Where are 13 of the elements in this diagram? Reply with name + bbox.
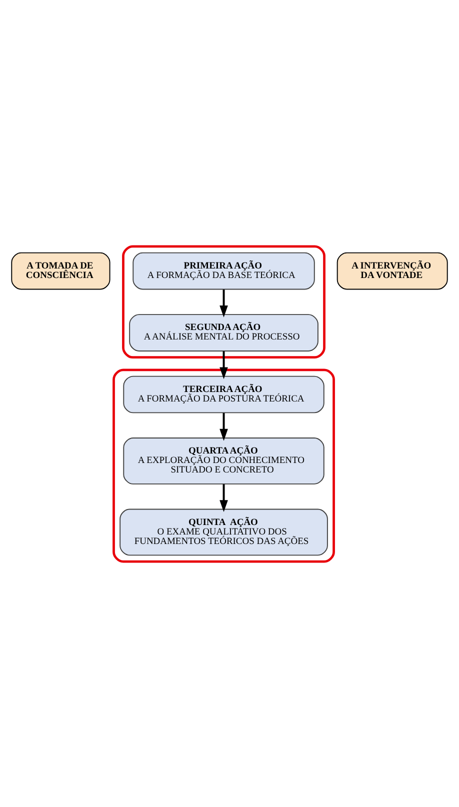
node-box: PRIMEIRA AÇÃO A FORMAÇÃO DA BASE TEÓRICA bbox=[132, 252, 315, 290]
node-box: A INTERVENÇÃO DA VONTADE bbox=[336, 252, 448, 290]
node-box: QUINTA AÇÃO O EXAME QUALITATIVO DOS FUNDAMENTOS TEÓRICOS DAS AÇÕES bbox=[120, 508, 328, 556]
cluster bbox=[122, 244, 326, 358]
arrow bbox=[220, 484, 228, 512]
node-box: A TOMADA DE CONSCIÊNCIA bbox=[11, 252, 110, 290]
node-box: QUARTA AÇÃO A EXPLORAÇÃO DO CONHECIMENTO SITUADO E CONCRETO bbox=[123, 437, 324, 484]
cluster bbox=[112, 368, 335, 562]
arrow bbox=[220, 289, 228, 317]
node-box: TERCEIRA AÇÃO A FORMAÇÃO DA POSTURA TEÓRICA bbox=[123, 375, 324, 413]
node-box: SEGUNDA AÇÃO A ANÁLISE MENTAL DO PROCESSO bbox=[129, 314, 318, 351]
arrow bbox=[220, 350, 228, 379]
arrow bbox=[220, 412, 228, 440]
